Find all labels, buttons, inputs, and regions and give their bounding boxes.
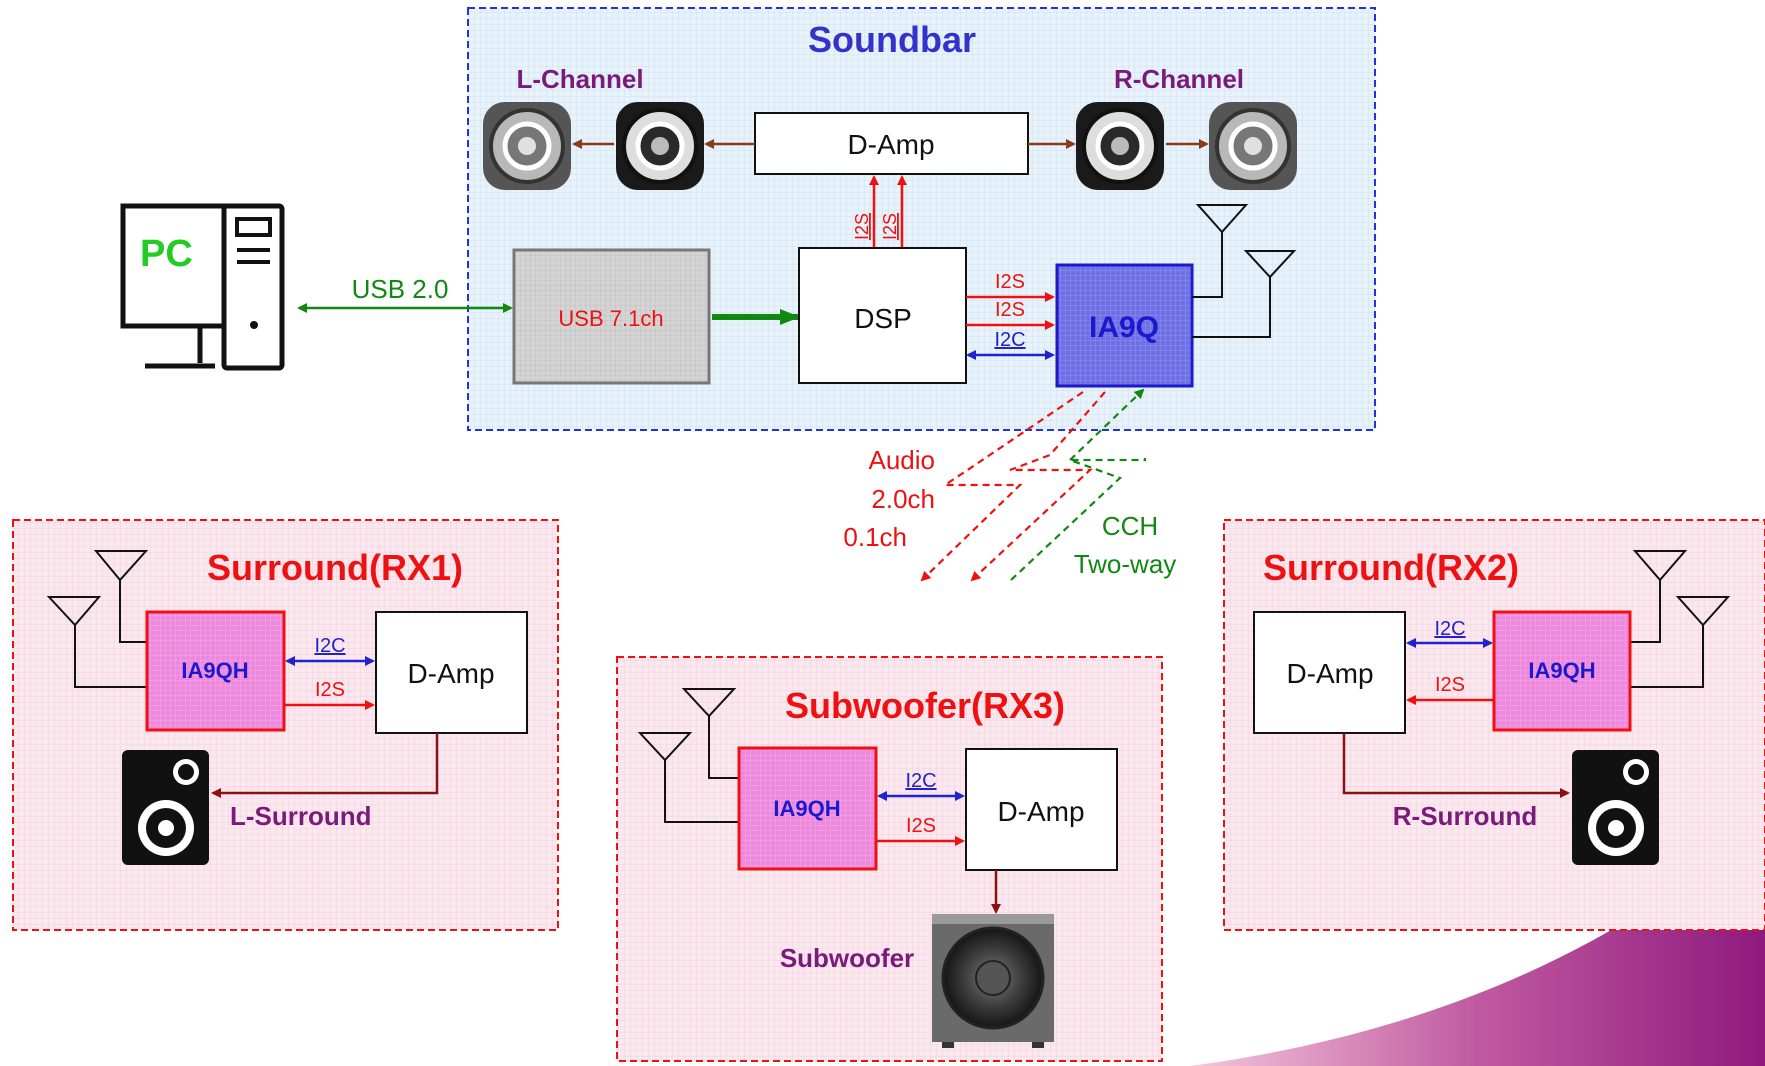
audio-link-2 [970, 391, 1106, 582]
rx1-speaker-icon [122, 750, 209, 865]
dsp-ia9q-i2s-2-label: I2S [995, 299, 1025, 321]
ch01-label: 0.1ch [843, 522, 907, 552]
soundbar-title: Soundbar [808, 19, 976, 60]
rx2-antenna-2-icon [1630, 596, 1731, 688]
usb-71ch-label: USB 7.1ch [558, 306, 663, 331]
ia9q-antenna-1-icon [1192, 204, 1249, 298]
soundbar-d-amp-label: D-Amp [847, 129, 934, 160]
cch-label: CCH [1102, 511, 1158, 541]
speaker-r-inner-icon [1076, 102, 1164, 190]
rx1-i2s-label: I2S [315, 679, 345, 701]
cch-link [1010, 390, 1145, 581]
rx2-title: Surround(RX2) [1263, 547, 1519, 588]
ia9q-label: IA9Q [1089, 311, 1159, 344]
l-channel-label: L-Channel [516, 64, 643, 94]
dsp-ia9q-i2c-label: I2C [994, 329, 1025, 351]
rx3-chip [737, 746, 878, 871]
rx1-chip [145, 610, 286, 732]
rx3-panel: Subwoofer(RX3) IA9QH D-Amp I2C I2S Subwo… [616, 656, 1163, 1062]
rx2-d-amp-box [1253, 611, 1406, 734]
rx3-antenna-1-icon [681, 688, 739, 779]
rx2-i2c-label: I2C [1434, 618, 1465, 640]
usb-20-label: USB 2.0 [352, 274, 449, 304]
rx1-title: Surround(RX1) [207, 547, 463, 588]
subwoofer-icon [932, 914, 1054, 1048]
wireless-links [920, 390, 1145, 582]
rx1-i2c-label: I2C [314, 635, 345, 657]
rx3-chip-label: IA9QH [773, 796, 840, 821]
rx3-title: Subwoofer(RX3) [785, 685, 1065, 726]
rx1-d-amp-box [375, 611, 528, 734]
ch20-label: 2.0ch [871, 484, 935, 514]
dsp-box [798, 247, 967, 384]
rx2-antenna-1-icon [1630, 550, 1688, 643]
i2s-up-label-1: I2S [852, 213, 872, 240]
rx3-antenna-2-icon [637, 732, 739, 823]
audio-label: Audio [869, 445, 936, 475]
rx2-chip-label: IA9QH [1528, 658, 1595, 683]
background-swoosh [1190, 820, 1765, 1066]
rx1-d-amp-label: D-Amp [407, 658, 494, 689]
soundbar-panel: Soundbar L-Channel R-Channel [467, 7, 1376, 431]
usb-71ch-box [512, 248, 711, 385]
rx1-antenna-2-icon [46, 596, 147, 688]
rx3-d-amp-label: D-Amp [997, 796, 1084, 827]
pc-label: PC [140, 233, 193, 275]
rx1-speaker-label: L-Surround [230, 801, 372, 831]
rx2-speaker-icon [1572, 750, 1659, 865]
ia9q-chip [1055, 263, 1194, 388]
rx3-d-amp-box [965, 748, 1118, 871]
rx1-chip-label: IA9QH [181, 658, 248, 683]
speaker-r-outer-icon [1209, 102, 1297, 190]
rx1-antenna-1-icon [93, 550, 149, 643]
two-way-label: Two-way [1074, 549, 1177, 579]
rx2-i2s-label: I2S [1435, 674, 1465, 696]
rx2-speaker-label: R-Surround [1393, 801, 1537, 831]
rx3-speaker-label: Subwoofer [780, 943, 914, 973]
r-channel-label: R-Channel [1114, 64, 1244, 94]
rx2-d-amp-label: D-Amp [1286, 658, 1373, 689]
rx2-chip [1492, 610, 1632, 732]
audio-link-1 [920, 391, 1084, 582]
dsp-ia9q-i2s-1-label: I2S [995, 271, 1025, 293]
rx2-amp-to-speaker-arrow [1342, 733, 1570, 798]
rx3-i2c-label: I2C [905, 770, 936, 792]
rx1-panel: Surround(RX1) IA9QH D-Amp I2C I2S L-Surr… [12, 519, 559, 931]
rx3-i2s-label: I2S [906, 815, 936, 837]
i2s-up-label-2: I2S [880, 213, 900, 240]
ia9q-antenna-2-icon [1192, 250, 1297, 338]
pc-icon [120, 203, 285, 371]
rx2-panel: Surround(RX2) IA9QH D-Amp I2C I2S R-Surr… [1223, 519, 1765, 931]
rx1-amp-to-speaker-arrow [211, 733, 439, 798]
speaker-l-outer-icon [483, 102, 571, 190]
dsp-label: DSP [854, 303, 912, 334]
speaker-l-inner-icon [616, 102, 704, 190]
